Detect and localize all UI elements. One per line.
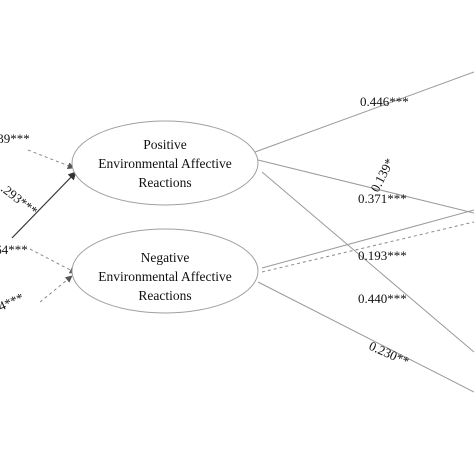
node-positive-line2: Environmental Affective bbox=[98, 156, 232, 171]
edge-pos-to-low bbox=[261, 171, 474, 353]
node-positive-line3: Reactions bbox=[138, 175, 191, 190]
edge-neg-to-cross bbox=[261, 209, 474, 269]
node-negative-ellipse bbox=[71, 228, 259, 314]
coef-pos-to-low: 0.440*** bbox=[358, 291, 407, 306]
edge-neg-to-bottom bbox=[257, 281, 474, 393]
coef-pos-to-top: 0.446*** bbox=[360, 94, 409, 109]
coef-left-mid: .64*** bbox=[0, 242, 28, 257]
coef-left-bottom: .64*** bbox=[0, 289, 26, 317]
node-negative: Negative Environmental Affective Reactio… bbox=[71, 228, 259, 314]
node-negative-line3: Reactions bbox=[138, 288, 191, 303]
coef-pos-to-mid: 0.371*** bbox=[358, 191, 407, 206]
node-positive-ellipse bbox=[71, 120, 259, 206]
coef-left-top: .39*** bbox=[0, 131, 30, 146]
node-positive: Positive Environmental Affective Reactio… bbox=[71, 120, 259, 206]
node-positive-line1: Positive bbox=[143, 137, 187, 152]
coef-neg-to-cross: 0.139* bbox=[367, 156, 397, 195]
edge-left-mid bbox=[29, 248, 77, 274]
coef-neg-to-mid: 0.193*** bbox=[358, 248, 407, 263]
node-negative-line2: Environmental Affective bbox=[98, 269, 232, 284]
edge-pos-to-top bbox=[254, 71, 474, 153]
coef-left-diagonal: .293*** bbox=[0, 181, 41, 219]
coef-neg-to-bottom: 0.230** bbox=[367, 338, 412, 369]
edge-pos-to-mid bbox=[257, 159, 474, 214]
edge-left-top bbox=[27, 149, 75, 169]
node-negative-line1: Negative bbox=[141, 250, 190, 265]
edge-left-bottom bbox=[39, 275, 73, 303]
edge-left-diagonal bbox=[11, 171, 77, 239]
edge-neg-to-mid bbox=[261, 221, 474, 273]
